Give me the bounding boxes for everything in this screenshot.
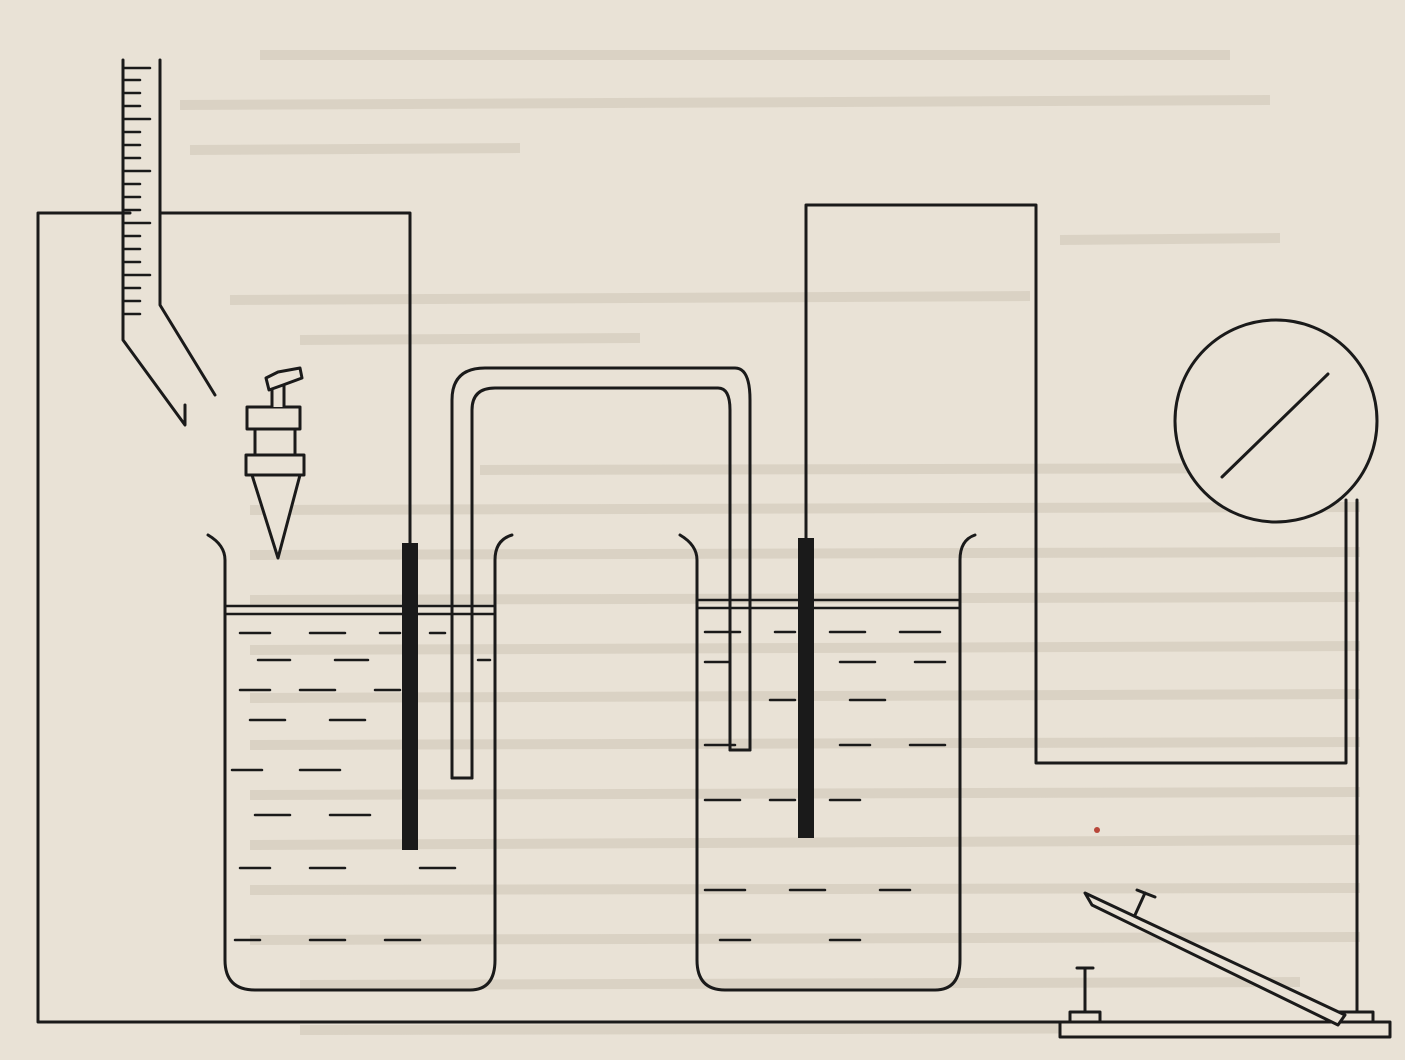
salt-bridge (450, 366, 752, 780)
electrode-left (402, 543, 418, 850)
electrode-right (798, 538, 814, 838)
circuit-wire-left-electrode (158, 211, 412, 547)
electrolyte-left (230, 631, 492, 942)
galvanometer (1173, 318, 1379, 524)
burette (121, 58, 306, 560)
burette-graduations (121, 66, 152, 316)
red-speck (1094, 827, 1100, 833)
galvanometer-needle (1220, 372, 1330, 479)
beaker-right (678, 533, 977, 992)
bleed-through-text (179, 50, 1361, 1035)
circuit-wire-left (36, 211, 1087, 1024)
circuit-wire-right-electrode (804, 203, 1348, 765)
beaker-left (206, 533, 514, 992)
electrolyte-surface-left (223, 604, 497, 616)
electrolyte-right (703, 630, 947, 942)
electrolyte-surface-right (695, 598, 962, 610)
tapping-key (1058, 888, 1392, 1039)
burette-stopcock (244, 366, 306, 560)
